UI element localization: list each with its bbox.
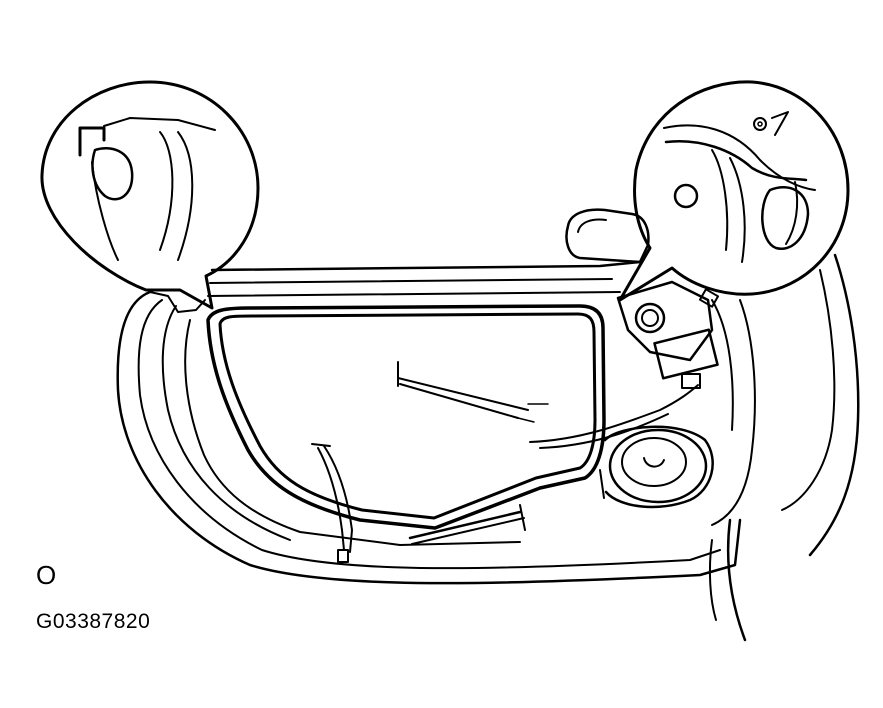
speaker-wire: [529, 384, 699, 449]
figure-code-label: G03387820: [36, 610, 151, 633]
window-regulator-rods: [397, 361, 549, 423]
service-hole-seal: [206, 304, 606, 530]
right-detail-callout: [618, 80, 850, 302]
door-belt-line: [207, 260, 642, 297]
door-lock-module: [616, 280, 720, 389]
left-detail-callout: [40, 80, 260, 310]
door-speaker: [599, 425, 714, 509]
door-outer-panel: [116, 290, 742, 585]
lower-trim-strip: [408, 504, 526, 545]
outside-mirror-base: [565, 208, 650, 264]
corner-mark-label: O: [36, 560, 57, 590]
lower-wire-harness: [311, 443, 353, 563]
door-hinge-frame: [708, 253, 860, 642]
